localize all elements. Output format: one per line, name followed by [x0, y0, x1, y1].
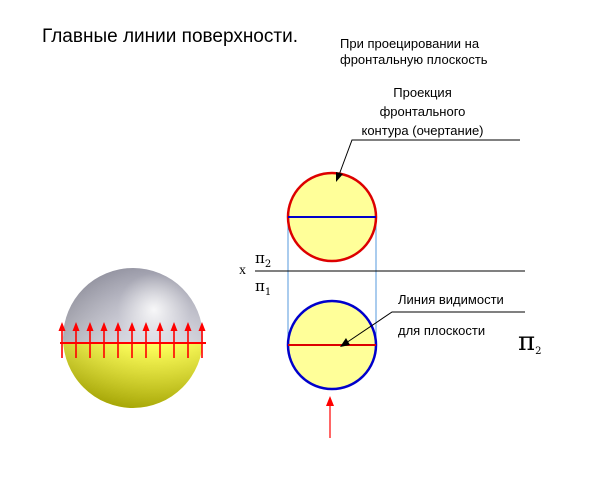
visibility-label-line-2: для плоскости: [398, 323, 486, 338]
visibility-leader-arrowhead: [340, 338, 350, 347]
projection-arrowhead-5: [114, 322, 122, 331]
page-title: Главные линии поверхности.: [42, 26, 298, 47]
sphere-shading: [63, 268, 203, 408]
visibility-leader-line: [345, 311, 525, 344]
plane-label: π2: [518, 327, 541, 357]
axis-upper-index: 2: [264, 259, 272, 270]
projection-arrowhead-11: [198, 322, 206, 331]
projection-arrowhead-8: [156, 322, 164, 331]
projection-note: При проецировании на фронтальную плоскос…: [340, 36, 488, 68]
axis-upper-plane-label: π2: [255, 249, 272, 270]
axis-x-label: x: [239, 263, 246, 278]
projection-arrowhead-10: [184, 322, 192, 331]
projection-arrowhead-1: [58, 322, 66, 331]
axis-upper-symbol: π: [255, 249, 265, 267]
contour-label-line-2: фронтального: [379, 104, 466, 119]
visibility-label-line-1: Линия видимости: [398, 292, 504, 307]
contour-label-line-3: контура (очертание): [361, 123, 484, 138]
projection-arrowhead-4: [100, 322, 108, 331]
contour-label: Проекция фронтального контура (очертание…: [340, 83, 505, 140]
projection-note-line-1: При проецировании на: [340, 36, 480, 51]
plane-symbol: π: [518, 327, 536, 357]
projection-arrows: [58, 322, 206, 358]
projection-arrowhead-3: [86, 322, 94, 331]
plane-index: 2: [535, 346, 542, 357]
projection-arrowhead-6: [128, 322, 136, 331]
axis-lower-index: 1: [264, 287, 272, 298]
projection-arrowhead-2: [72, 322, 80, 331]
projection-arrowhead-9: [170, 322, 178, 331]
contour-leader-arrowhead: [336, 172, 343, 182]
view-direction-arrowhead: [326, 396, 334, 406]
axis-lower-plane-label: π1: [255, 277, 272, 298]
contour-label-line-1: Проекция: [393, 85, 452, 100]
contour-leader-line: [338, 139, 520, 176]
projection-note-line-2: фронтальную плоскость: [340, 52, 488, 67]
projection-arrowhead-7: [142, 322, 150, 331]
axis-lower-symbol: π: [255, 277, 265, 295]
